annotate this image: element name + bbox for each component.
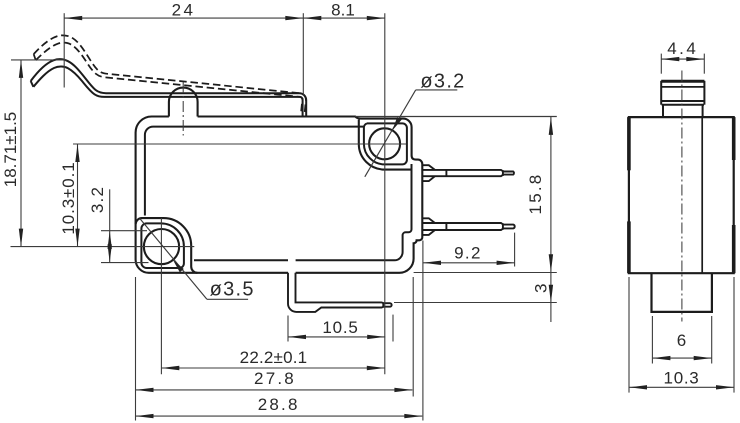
svg-text:6: 6 xyxy=(677,331,686,350)
svg-text:18.71±1.5: 18.71±1.5 xyxy=(1,112,20,188)
svg-text:10.3±0.1: 10.3±0.1 xyxy=(59,161,78,234)
svg-text:ø3.2: ø3.2 xyxy=(420,70,465,92)
svg-text:10.5: 10.5 xyxy=(322,318,358,337)
svg-text:10.3: 10.3 xyxy=(664,369,700,388)
svg-text:22.2±0.1: 22.2±0.1 xyxy=(240,348,308,367)
svg-text:24: 24 xyxy=(172,1,196,20)
svg-text:4.4: 4.4 xyxy=(667,39,698,58)
svg-text:9.2: 9.2 xyxy=(454,244,482,263)
svg-text:ø3.5: ø3.5 xyxy=(210,279,255,301)
svg-text:15.8: 15.8 xyxy=(526,173,545,215)
svg-text:8.1: 8.1 xyxy=(331,1,355,20)
svg-text:3.2: 3.2 xyxy=(88,186,107,213)
svg-text:3: 3 xyxy=(532,284,551,293)
svg-text:27.8: 27.8 xyxy=(254,369,296,388)
svg-text:28.8: 28.8 xyxy=(258,395,300,414)
